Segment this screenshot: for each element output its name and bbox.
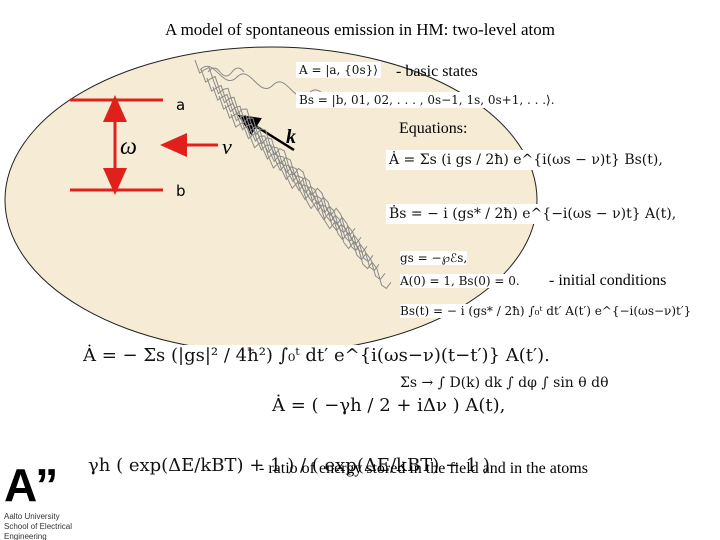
wave-line — [224, 104, 386, 281]
wave-line — [218, 95, 380, 272]
wave-packet — [199, 65, 345, 105]
equation-b-dot: Ḃs = − i (gs* / 2ħ) e^{−i(ωs − ν)t} A(t)… — [386, 204, 680, 224]
logo-line-2: School of Electrical — [4, 522, 73, 531]
a-integral-equation: Ȧ = − Σs (|gs|² / 4ħ²) ∫₀ᵗ dt′ e^{i(ωs−ν… — [83, 345, 550, 366]
wave-line — [212, 86, 374, 263]
k-vector-arrow — [237, 114, 295, 152]
nu-label: ν — [222, 134, 232, 159]
initial-conditions-note: - initial conditions — [549, 272, 667, 289]
logo-line-3: Engineering — [4, 532, 47, 540]
state-a-formula: A = |a, {0s}⟩ — [296, 62, 381, 78]
slide-title: A model of spontaneous emission in HM: t… — [164, 20, 555, 39]
omega-label: ω — [120, 134, 137, 160]
gamma-ratio-formula: γh ( exp(ΔE/kBT) + 1 ) / ( exp(ΔE/kBT) −… — [88, 455, 490, 476]
level-b-label: b — [176, 182, 186, 200]
basic-states-note: - basic states — [396, 63, 478, 80]
coupling-formula: gs = −℘ℰs, — [400, 251, 468, 265]
decay-equation: Ȧ = ( −γh / 2 + iΔν ) A(t), — [272, 395, 506, 416]
initial-conditions-formula: A(0) = 1, Bs(0) = 0. — [400, 274, 520, 288]
equation-a-dot: Ȧ = Σs (i gs / 2ħ) e^{i(ωs − ν)t} Bs(t), — [386, 150, 666, 170]
ratio-note: - ratio of energy stored in the field an… — [259, 460, 588, 477]
state-bs-formula: Bs = |b, 01, 02, . . . , 0s−1, 1s, 0s+1,… — [296, 92, 558, 108]
aalto-logo-text: Aalto University School of Electrical En… — [4, 512, 72, 540]
logo-line-1: Aalto University — [4, 512, 60, 521]
sum-to-integral-formula: Σs → ∫ D(k) dk ∫ dφ ∫ sin θ dθ — [400, 375, 609, 391]
k-label: k — [286, 126, 296, 148]
bs-integral-formula: Bs(t) = − i (gs* / 2ħ) ∫₀ᵗ dt′ A(t′) e^{… — [400, 304, 692, 318]
level-a-label: a — [176, 96, 186, 114]
equations-heading: Equations: — [399, 120, 468, 137]
aalto-logo-mark: A” — [4, 459, 58, 511]
wave-line — [230, 113, 392, 290]
